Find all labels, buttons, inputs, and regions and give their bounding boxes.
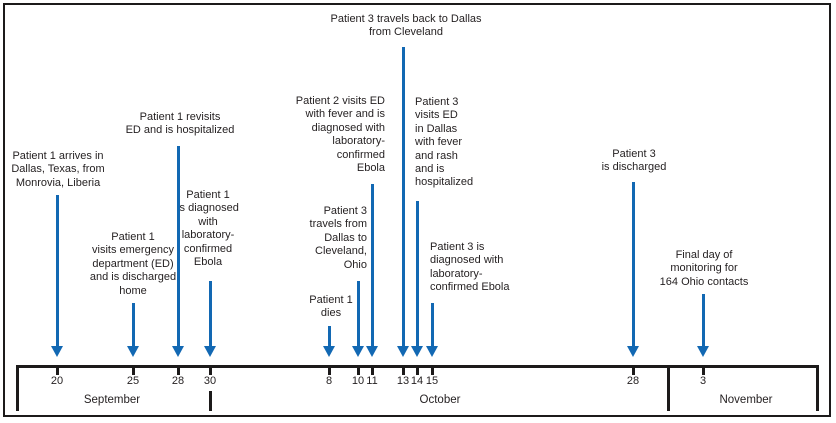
tick-label-sep20: 20 — [50, 375, 64, 387]
annotation-patient1-dies: Patient 1 dies — [309, 294, 353, 320]
tick-sep20 — [56, 365, 59, 375]
tick-sep25 — [132, 365, 135, 375]
annotation-patient3-travels-to-cleveland: Patient 3 travels from Dallas to Clevela… — [309, 205, 367, 271]
tick-oct15 — [431, 365, 434, 375]
tick-label-oct14: 14 — [410, 375, 424, 387]
arrow-sep30-icon — [204, 281, 216, 357]
tick-oct28 — [632, 365, 635, 375]
axis-left-end — [16, 365, 19, 411]
tick-oct13 — [402, 365, 405, 375]
month-label-september: September — [83, 394, 141, 406]
arrow-sep25-icon — [127, 303, 139, 357]
annotation-patient3-visits-ed-dallas: Patient 3 visits ED in Dallas with fever… — [415, 96, 474, 189]
annotation-patient1-revisits-ed: Patient 1 revisits ED and is hospitalize… — [125, 111, 235, 137]
annotation-patient1-visits-ed: Patient 1 visits emergency department (E… — [89, 231, 177, 297]
tick-oct10 — [357, 365, 360, 375]
arrow-oct15-icon — [426, 303, 438, 357]
tick-label-oct8: 8 — [325, 375, 333, 387]
tick-label-oct28: 28 — [626, 375, 640, 387]
arrow-nov3-icon — [697, 294, 709, 357]
arrow-sep28-icon — [172, 146, 184, 357]
tick-oct14 — [416, 365, 419, 375]
tick-label-sep25: 25 — [126, 375, 140, 387]
annotation-final-monitoring-day: Final day of monitoring for 164 Ohio con… — [659, 249, 749, 288]
arrow-oct14-icon — [411, 201, 423, 357]
tick-label-oct15: 15 — [425, 375, 439, 387]
arrow-oct11-icon — [366, 184, 378, 357]
annotation-patient2-visits-ed: Patient 2 visits ED with fever and is di… — [295, 95, 385, 175]
arrow-oct8-icon — [323, 326, 335, 357]
sep-oct-divider — [209, 391, 212, 411]
tick-label-oct11: 11 — [366, 375, 378, 387]
tick-sep30 — [209, 365, 212, 375]
month-label-october: October — [419, 394, 461, 406]
arrow-oct28-icon — [627, 182, 639, 357]
figure-border — [3, 3, 831, 417]
tick-label-oct10: 10 — [351, 375, 365, 387]
tick-oct11 — [371, 365, 374, 375]
oct-nov-divider — [667, 365, 670, 411]
tick-nov3 — [702, 365, 705, 375]
annotation-patient3-travels-back: Patient 3 travels back to Dallas from Cl… — [330, 13, 482, 39]
annotation-patient1-arrives: Patient 1 arrives in Dallas, Texas, from… — [11, 150, 105, 189]
tick-oct8 — [328, 365, 331, 375]
annotation-patient1-diagnosed: Patient 1 is diagnosed with laboratory- … — [177, 189, 239, 269]
tick-label-nov3: 3 — [699, 375, 707, 387]
annotation-patient3-discharged: Patient 3 is discharged — [601, 148, 667, 174]
annotation-patient3-diagnosed: Patient 3 is diagnosed with laboratory- … — [430, 241, 510, 294]
tick-label-sep28: 28 — [171, 375, 185, 387]
tick-sep28 — [177, 365, 180, 375]
arrow-oct13-icon — [397, 47, 409, 357]
arrow-sep20-icon — [51, 195, 63, 357]
arrow-oct10-icon — [352, 281, 364, 357]
axis-right-end — [816, 365, 819, 411]
tick-label-sep30: 30 — [203, 375, 217, 387]
tick-label-oct13: 13 — [396, 375, 410, 387]
month-label-november: November — [719, 394, 773, 406]
